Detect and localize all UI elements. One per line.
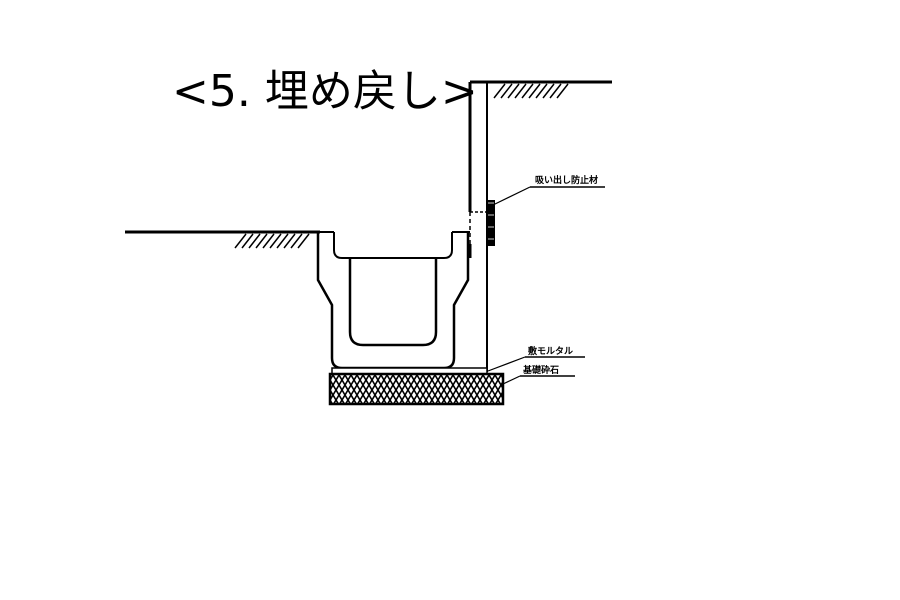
bed-mortar-leader [487,356,585,372]
base-crushed-stone-layer [328,372,505,406]
excavation-wall [468,82,488,372]
upper-ground-surface [470,80,612,99]
suction-prevention-label: 吸い出し防止材 [535,174,598,186]
base-crushed-stone-label: 基礎砕石 [522,364,559,376]
u-shaped-gutter [316,231,470,370]
page-title: <5. 埋め戻し> [172,66,478,117]
lower-ground-surface [125,230,470,249]
suction-prevention-leader [492,186,605,206]
bed-mortar-label: 敷モルタル [528,345,573,357]
suction-prevention-material [487,200,495,246]
base-crushed-stone-leader [502,375,575,385]
